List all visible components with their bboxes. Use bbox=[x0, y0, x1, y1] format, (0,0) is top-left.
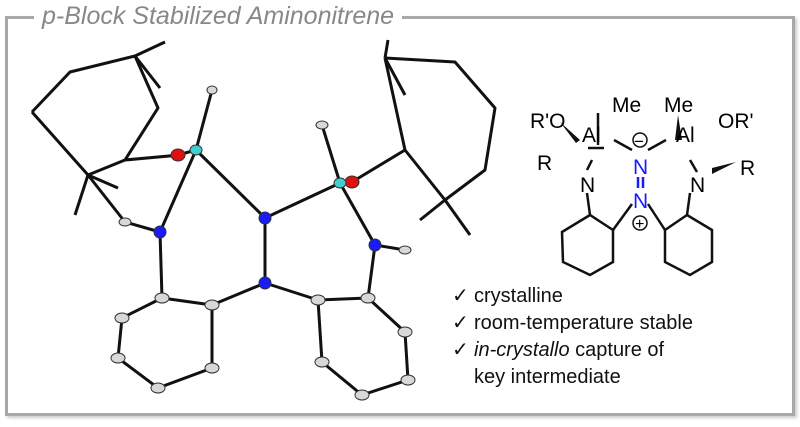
scheme-label: Me bbox=[664, 94, 693, 117]
scheme-label: Al bbox=[582, 124, 601, 147]
scheme-label: OR' bbox=[718, 110, 754, 133]
scheme-label: N bbox=[633, 156, 648, 179]
feature-item: ✓crystalline bbox=[452, 283, 693, 310]
feature-continuation: key intermediate bbox=[474, 366, 621, 388]
title: p-Block Stabilized Aminonitrene bbox=[34, 2, 403, 31]
feature-item: ✓room-temperature stable bbox=[452, 310, 693, 337]
feature-text: capture of bbox=[569, 339, 665, 361]
check-icon: ✓ bbox=[452, 285, 469, 307]
check-icon: ✓ bbox=[452, 312, 469, 334]
scheme-label: N bbox=[580, 174, 595, 197]
scheme-label: + bbox=[635, 216, 644, 233]
scheme-label: R'O bbox=[530, 110, 566, 133]
feature-item: ✓in-crystallo capture of bbox=[452, 337, 693, 364]
scheme-label: Me bbox=[612, 94, 641, 117]
scheme-label: R bbox=[537, 152, 552, 175]
scheme-label: − bbox=[634, 132, 644, 151]
feature-text: room-temperature stable bbox=[474, 312, 693, 334]
scheme-label: N bbox=[690, 174, 705, 197]
check-icon: ✓ bbox=[452, 339, 469, 361]
scheme-label: N bbox=[633, 190, 648, 213]
feature-text-italic: in-crystallo bbox=[474, 339, 570, 361]
feature-text: crystalline bbox=[474, 285, 563, 307]
feature-list: ✓crystalline ✓room-temperature stable ✓i… bbox=[452, 283, 693, 391]
scheme-label: R bbox=[740, 157, 755, 180]
scheme-label: Al bbox=[676, 124, 695, 147]
